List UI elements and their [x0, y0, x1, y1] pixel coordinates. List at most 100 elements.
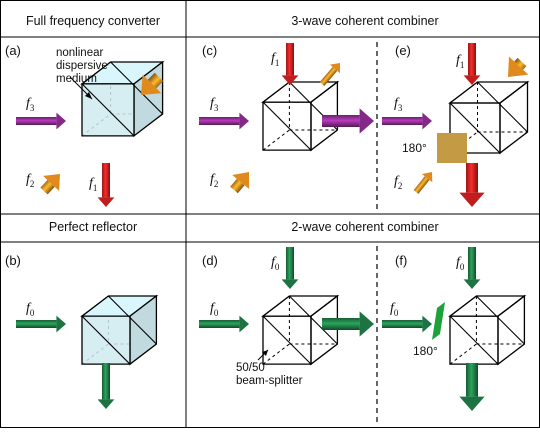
- cube-b-diagonal-3: [81, 295, 109, 317]
- arrow-e-f2-shaft: [413, 176, 430, 194]
- arrow-c-f3-head: [239, 112, 249, 130]
- phase-plate-f: [432, 302, 445, 340]
- arrow-c-orange-small-shaft: [319, 66, 338, 86]
- cube-d-diagonal-3: [262, 295, 290, 317]
- nonlinear-medium-line-2: dispersive: [56, 60, 108, 72]
- arrow-e-orange-out-shaft: [514, 57, 527, 70]
- freq-label-a-f2: f2: [26, 172, 35, 189]
- cube-f-diagonal-3: [449, 295, 477, 317]
- arrow-b-out-head: [97, 399, 115, 409]
- nonlinear-medium-line-1: nonlinear: [56, 47, 104, 59]
- freq-label-e-f2: f2: [394, 174, 403, 191]
- cube-e-diagonal-1: [449, 102, 501, 154]
- header-full-frequency-converter: Full frequency converter: [25, 14, 161, 28]
- cube-f-diagonal-2: [476, 295, 525, 345]
- freq-label-f-f0-top: f0: [456, 255, 465, 272]
- phase-label-e: 180°: [402, 141, 427, 155]
- arrow-e-orange-out-head: [507, 56, 529, 77]
- arrow-c-f1-head: [281, 75, 299, 85]
- panel-label-c: (c): [202, 43, 218, 58]
- freq-label-d-f0-top: f0: [271, 255, 280, 272]
- cube-c-hidden-edge-1: [262, 129, 290, 151]
- arrow-e-f2-head: [421, 171, 433, 183]
- pointer-beam-splitter-tip: [262, 350, 268, 356]
- freq-label-e-f1: f1: [456, 53, 465, 70]
- freq-label-b-f0: f0: [26, 301, 35, 318]
- cube-f-hidden-edge-1: [449, 343, 477, 365]
- arrow-a-f2-head: [43, 173, 61, 192]
- arrow-b-f0-shaft: [16, 320, 57, 328]
- cube-d-diagonal-1: [262, 315, 312, 365]
- arrow-c-out-head: [359, 108, 374, 134]
- arrow-e-f1-shaft: [468, 43, 476, 76]
- cube-b-diagonal-1: [81, 315, 131, 365]
- nonlinear-medium-label: nonlinear dispersive medium: [56, 47, 108, 86]
- pointer-nonlinear-medium-tip: [85, 92, 92, 99]
- panel-label-b: (b): [5, 253, 21, 268]
- arrow-e-f3-shaft: [382, 117, 423, 125]
- cube-c-diagonal-3: [262, 81, 290, 103]
- arrow-e-out-head: [459, 192, 485, 207]
- arrow-a-orange-out-head: [140, 74, 162, 96]
- cube-d-diagonal-2: [289, 295, 338, 345]
- arrow-a-orange-out: [140, 72, 164, 96]
- arrow-e-f3-head: [422, 112, 432, 130]
- arrow-a-f3-shaft: [16, 117, 57, 125]
- cube-a-diagonal-1: [81, 83, 135, 137]
- arrow-e-out-shaft: [466, 163, 478, 193]
- arrow-d-out-head: [359, 311, 374, 337]
- arrow-b-f0-head: [56, 315, 66, 333]
- panel-label-a: (a): [5, 43, 21, 58]
- cube-e-diagonal-3: [449, 81, 478, 104]
- header-perfect-reflector: Perfect reflector: [48, 220, 138, 234]
- freq-label-f-f0-left: f0: [390, 301, 399, 318]
- freq-label-c-f2: f2: [210, 172, 219, 189]
- arrow-c-orange-small-head: [329, 62, 341, 74]
- arrow-a-f3-head: [56, 112, 66, 130]
- freq-label-c-f1: f1: [271, 51, 280, 68]
- arrow-f-out-shaft: [466, 363, 478, 397]
- arrow-a-f1-shaft: [102, 163, 110, 198]
- arrow-d-f0-top-shaft: [286, 247, 294, 280]
- arrow-c-f1-shaft: [286, 43, 294, 76]
- freq-label-a-f1: f1: [89, 176, 98, 193]
- panel-label-d: (d): [202, 253, 218, 268]
- freq-label-a-f3: f3: [26, 96, 35, 113]
- arrow-c-f2-shaft: [230, 178, 245, 194]
- cube-e-diagonal-2: [477, 81, 528, 133]
- arrow-a-orange-out-shaft: [147, 72, 164, 89]
- arrow-f-f0-top-head: [463, 279, 481, 289]
- cube-a-diagonal-3: [81, 61, 111, 85]
- header-3-wave-combiner: 3-wave coherent combiner: [291, 14, 439, 28]
- beam-splitter-line-1: 50/50: [236, 362, 265, 374]
- phase-label-f: 180°: [413, 344, 438, 358]
- arrow-f-f0-top-shaft: [468, 247, 476, 280]
- arrow-f-out-head: [459, 396, 485, 411]
- arrow-d-out-shaft: [322, 318, 360, 330]
- phase-plate-e: [437, 133, 467, 163]
- arrow-c-orange-small: [319, 62, 341, 86]
- panel-label-f: (f): [395, 253, 408, 268]
- arrow-e-f2: [413, 171, 433, 194]
- freq-label-c-f3: f3: [210, 96, 219, 113]
- arrow-b-out-shaft: [102, 363, 110, 400]
- freq-label-d-f0-left: f0: [210, 301, 219, 318]
- arrow-f-f0-left-shaft: [382, 320, 423, 328]
- cube-b-diagonal-2: [108, 295, 157, 345]
- header-2-wave-combiner: 2-wave coherent combiner: [291, 220, 439, 234]
- nonlinear-medium-line-3: medium: [56, 73, 97, 85]
- cube-c-diagonal-1: [262, 101, 312, 151]
- arrow-c-out-shaft: [322, 115, 360, 127]
- arrow-a-f1-head: [97, 197, 115, 207]
- cube-f-diagonal-1: [449, 315, 499, 365]
- arrow-c-f2-head: [232, 171, 250, 190]
- panel-label-e: (e): [395, 43, 411, 58]
- beam-splitter-label: 50/50 beam-splitter: [236, 362, 302, 388]
- arrow-e-orange-out: [507, 56, 529, 77]
- arrow-c-f2: [230, 171, 250, 194]
- arrow-a-f2: [40, 173, 61, 195]
- arrow-d-f0-left-head: [239, 315, 249, 333]
- arrow-a-f2-shaft: [40, 180, 55, 195]
